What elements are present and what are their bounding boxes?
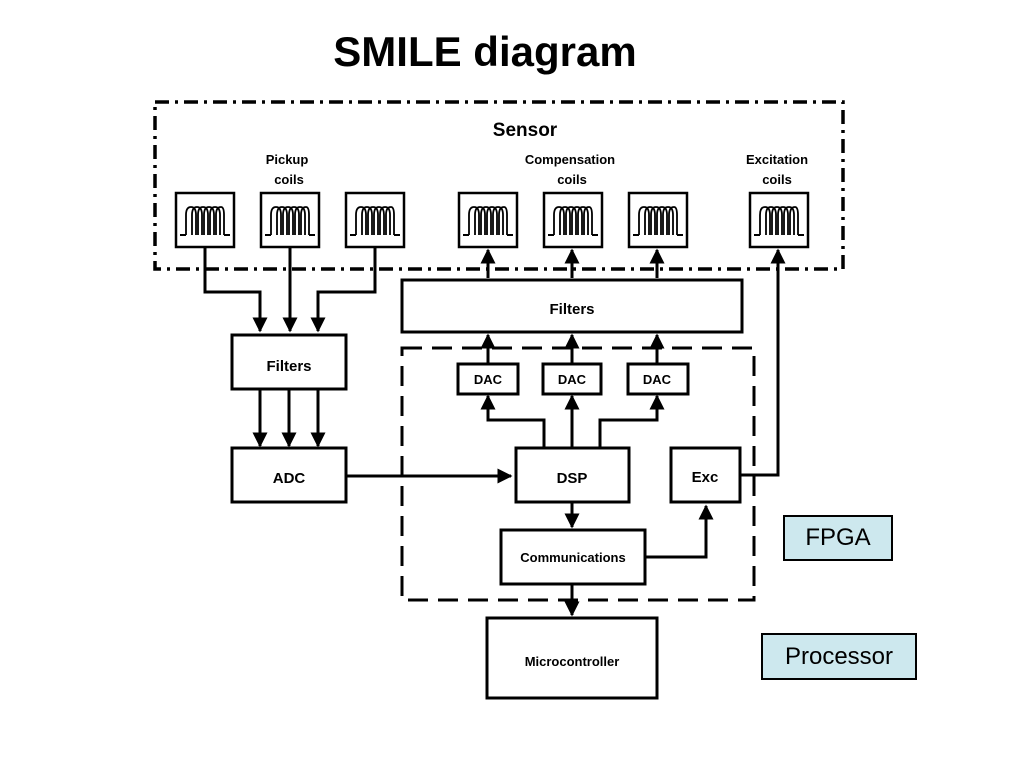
exc-label: Exc bbox=[692, 469, 719, 486]
dac-label: DAC bbox=[643, 372, 672, 387]
pickup-coil-icon bbox=[259, 191, 321, 249]
communications-block bbox=[499, 528, 647, 586]
pickup-coil-icon bbox=[174, 191, 236, 249]
pickup-to-filters-connector bbox=[203, 247, 268, 333]
compensation-label-line2: coils bbox=[557, 172, 587, 187]
pickup-label-line1: Pickup bbox=[266, 152, 309, 167]
exc-to-coil-connector bbox=[740, 248, 786, 477]
processor-legend-tag: Processor bbox=[761, 633, 917, 680]
dsp-block bbox=[514, 446, 631, 504]
excitation-label-line1: Excitation bbox=[746, 152, 808, 167]
compensation-coil-icon bbox=[542, 191, 604, 249]
sensor-label: Sensor bbox=[493, 120, 558, 141]
fpga-boundary bbox=[400, 346, 756, 602]
page-title: SMILE diagram bbox=[333, 28, 637, 75]
pickup-label-line2: coils bbox=[274, 172, 304, 187]
adc-label: ADC bbox=[273, 470, 306, 487]
dac-block bbox=[541, 362, 603, 396]
microcontroller-block bbox=[485, 616, 659, 700]
dac-block bbox=[456, 362, 520, 396]
pickup-coil-icon bbox=[344, 191, 406, 249]
compensation-coil-icon bbox=[627, 191, 689, 249]
sensor-boundary bbox=[153, 100, 845, 271]
dac-label: DAC bbox=[558, 372, 587, 387]
input-filters-block bbox=[230, 333, 348, 391]
microcontroller-label: Microcontroller bbox=[525, 654, 620, 669]
dsp-label: DSP bbox=[557, 470, 588, 487]
output-filters-label: Filters bbox=[549, 301, 594, 318]
communications-to-exc-connector bbox=[645, 504, 714, 559]
pickup-to-filters-connector bbox=[310, 247, 377, 333]
dac-label: DAC bbox=[474, 372, 503, 387]
communications-label: Communications bbox=[520, 550, 625, 565]
excitation-label-line2: coils bbox=[762, 172, 792, 187]
dsp-to-dac-connector bbox=[598, 394, 665, 448]
adc-block bbox=[230, 446, 348, 504]
output-filters-block bbox=[400, 278, 744, 334]
dsp-to-dac-connector bbox=[480, 394, 546, 448]
exc-block bbox=[669, 446, 742, 504]
fpga-legend-tag: FPGA bbox=[783, 515, 893, 561]
input-filters-label: Filters bbox=[266, 358, 311, 375]
excitation-coil-icon bbox=[748, 191, 810, 249]
dac-block bbox=[626, 362, 690, 396]
compensation-coil-icon bbox=[457, 191, 519, 249]
compensation-label-line1: Compensation bbox=[525, 152, 615, 167]
